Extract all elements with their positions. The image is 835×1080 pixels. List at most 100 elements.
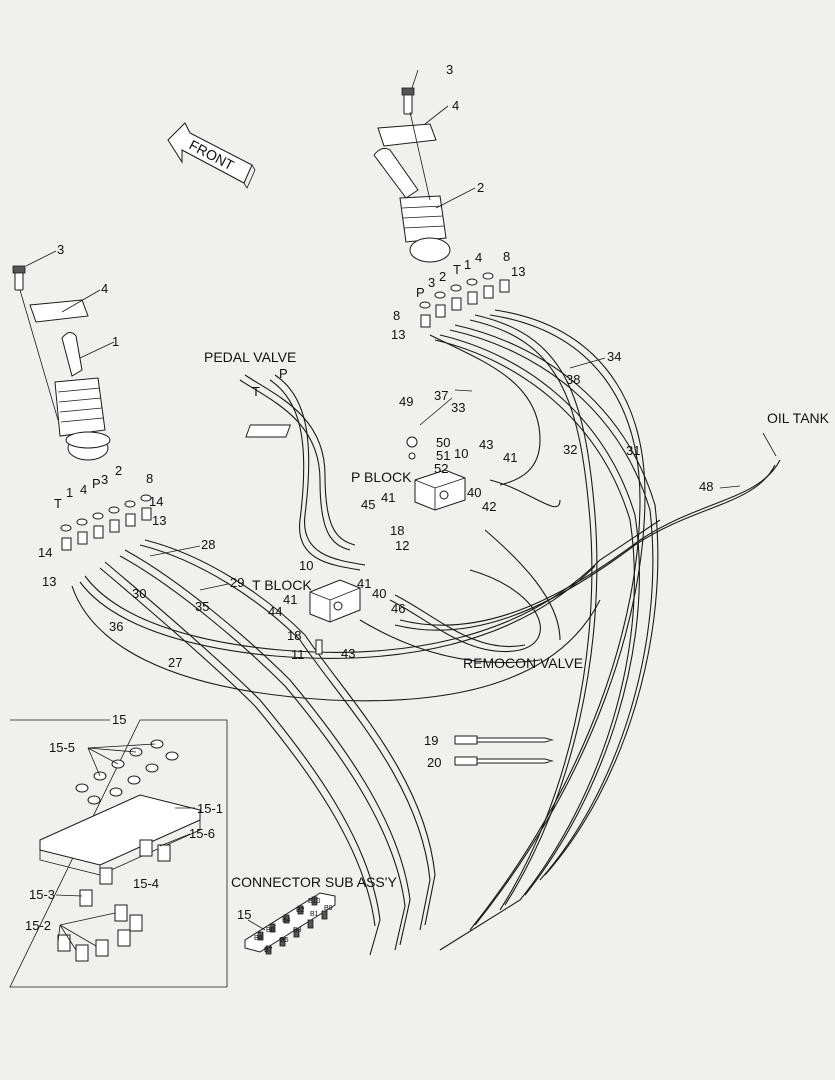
connector-label: B4 <box>282 917 291 924</box>
callout: 43 <box>479 437 493 452</box>
callout: 15-3 <box>29 887 55 902</box>
callout: 41 <box>357 576 371 591</box>
callout: 35 <box>195 599 209 614</box>
callout: 36 <box>109 619 123 634</box>
cable-ties <box>454 735 554 766</box>
callout-numbers: 1 2 3 3 4 4 8 8 8 10 10 11 12 13 13 13 1… <box>25 62 713 933</box>
callout: 8 <box>503 249 510 264</box>
callout: 13 <box>42 574 56 589</box>
callout: 46 <box>391 601 405 616</box>
callout: 28 <box>201 537 215 552</box>
callout: 8 <box>393 308 400 323</box>
callout: 14 <box>149 494 163 509</box>
connector-label: B2 <box>296 907 305 914</box>
port-label-left: 3 <box>101 472 108 487</box>
pedal-valve-label: PEDAL VALVE <box>204 349 296 365</box>
left-joystick <box>12 265 111 461</box>
callout: 15-1 <box>197 801 223 816</box>
callout: 18 <box>287 628 301 643</box>
port-label-right: 4 <box>475 250 482 265</box>
callout: 50 <box>436 435 450 450</box>
right-port-fittings <box>419 272 510 328</box>
connector-label: B5 <box>280 937 289 944</box>
callout: 4 <box>101 281 108 296</box>
front-arrow: FRONT <box>167 122 256 189</box>
callout: 2 <box>477 180 484 195</box>
callout: 41 <box>503 450 517 465</box>
connector-sub-assy <box>244 892 336 955</box>
callout: 41 <box>283 592 297 607</box>
callout: 15 <box>237 907 251 922</box>
port-label-left: 1 <box>66 485 73 500</box>
callout: 15-6 <box>189 826 215 841</box>
callout: 29 <box>230 575 244 590</box>
callout: 3 <box>446 62 453 77</box>
port-label-right: T <box>453 262 461 277</box>
p-block-label: P BLOCK <box>351 469 412 485</box>
callout: 48 <box>699 479 713 494</box>
callout: 30 <box>132 586 146 601</box>
connector-label: B10 <box>308 898 321 905</box>
callout: 43 <box>341 646 355 661</box>
callout: 10 <box>454 446 468 461</box>
callout: 27 <box>168 655 182 670</box>
callout: 32 <box>563 442 577 457</box>
port-label-left: 4 <box>80 482 87 497</box>
callout: 18 <box>390 523 404 538</box>
callout: 10 <box>299 558 313 573</box>
callout: 12 <box>395 538 409 553</box>
callout: 15 <box>112 712 126 727</box>
pedal-port-t: T <box>252 384 260 399</box>
callout: 1 <box>112 334 119 349</box>
pedal-port-p: P <box>279 366 288 381</box>
callout: 11 <box>291 647 305 662</box>
callout: 33 <box>451 400 465 415</box>
t-block <box>309 579 361 655</box>
remocon-valve-label: REMOCON VALVE <box>463 655 583 671</box>
connector-label: B1 <box>310 911 319 918</box>
connector-sub-assy-label: CONNECTOR SUB ASS'Y <box>231 874 397 890</box>
callout: 15-2 <box>25 918 51 933</box>
connector-label: B7 <box>264 947 273 954</box>
callout: 41 <box>381 490 395 505</box>
port-label-left: P <box>92 476 101 491</box>
callout: 42 <box>482 499 496 514</box>
callout: 13 <box>391 327 405 342</box>
callout: 13 <box>152 513 166 528</box>
oil-tank-label: OIL TANK <box>767 410 830 426</box>
connector-label: B8 <box>254 935 263 942</box>
connector-label: B3 <box>293 927 302 934</box>
callout: 51 <box>436 448 450 463</box>
callout: 37 <box>434 388 448 403</box>
callout: 38 <box>566 372 580 387</box>
hoses <box>71 309 781 956</box>
callout: 40 <box>372 586 386 601</box>
connector-label: B9 <box>324 905 333 912</box>
port-label-right: 2 <box>439 269 446 284</box>
callout: 15-5 <box>49 740 75 755</box>
callout: 8 <box>146 471 153 486</box>
callout: 20 <box>427 755 441 770</box>
callout: 14 <box>38 545 52 560</box>
callout: 49 <box>399 394 413 409</box>
port-label-right: 3 <box>428 275 435 290</box>
callout: 45 <box>361 497 375 512</box>
detail-box-15 <box>9 719 228 988</box>
callout: 52 <box>434 461 448 476</box>
port-label-left: T <box>54 496 62 511</box>
callout: 4 <box>452 98 459 113</box>
right-joystick <box>373 87 451 263</box>
text-labels: PEDAL VALVE OIL TANK P BLOCK T BLOCK REM… <box>204 349 830 890</box>
port-label-right: 1 <box>464 257 471 272</box>
connector-label: B6 <box>266 927 275 934</box>
leader-lines <box>25 69 777 951</box>
callout: 13 <box>511 264 525 279</box>
t-block-label: T BLOCK <box>252 577 312 593</box>
port-labels-right: P 3 2 T 1 4 <box>416 250 482 300</box>
left-port-fittings <box>60 494 152 551</box>
callout: 40 <box>467 485 481 500</box>
connector-labels: B1 B2 B3 B4 B5 B6 B7 B8 B9 B10 <box>254 898 333 954</box>
callout: 34 <box>607 349 621 364</box>
port-labels-left: T 1 4 P 3 2 <box>54 463 122 511</box>
